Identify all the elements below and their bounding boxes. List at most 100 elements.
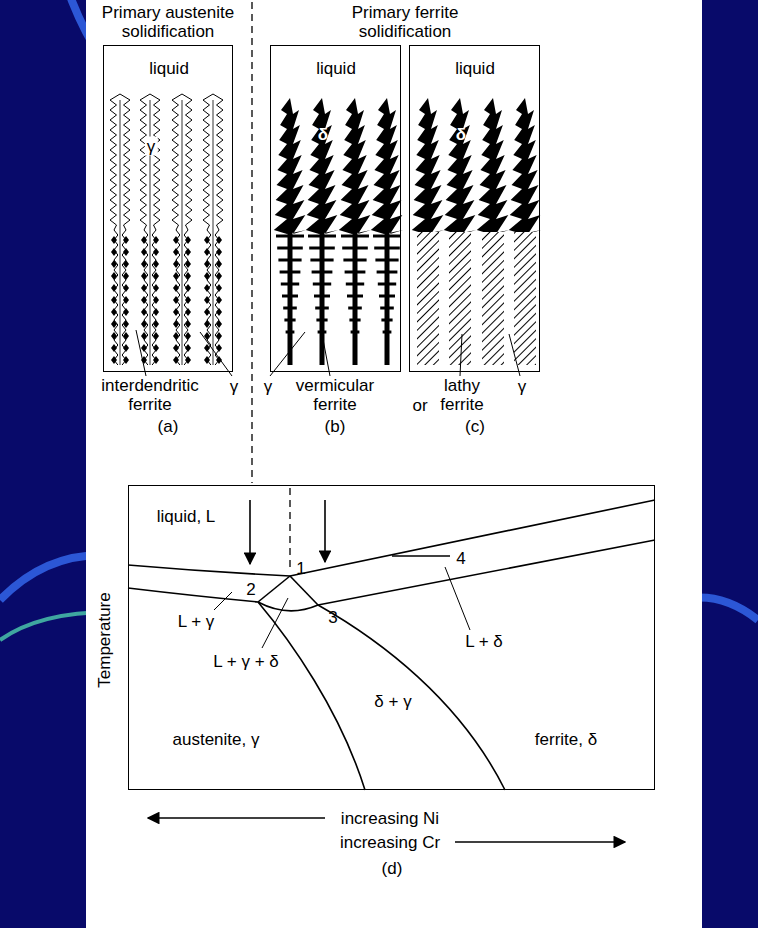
vermicular-ferrite (373, 235, 401, 238)
interdendritic-ferrite (204, 260, 210, 268)
interdendritic-ferrite (111, 344, 117, 352)
ferrite-dendrite (306, 98, 338, 234)
interdendritic-ferrite (204, 356, 210, 364)
interdendritic-ferrite (141, 272, 147, 280)
interdendritic-ferrite (173, 344, 179, 352)
interdendritic-ferrite (204, 272, 210, 280)
vermicular-ferrite (377, 271, 398, 274)
interdendritic-ferrite (111, 356, 117, 364)
axis-title: Temperature (95, 592, 114, 687)
phase-boundaries (128, 500, 655, 790)
region-label: L + γ (178, 612, 215, 631)
region-label: δ + γ (374, 692, 411, 711)
phase-symbol: γ (518, 377, 527, 396)
region-label: δ (456, 125, 466, 144)
interdendritic-ferrite (123, 236, 129, 244)
dendrite-core (182, 100, 183, 365)
interdendritic-ferrite (153, 308, 159, 316)
interdendritic-ferrite (153, 296, 159, 304)
interdendritic-ferrite (185, 248, 191, 256)
vermicular-ferrite (341, 235, 369, 238)
vermicular-ferrite (276, 235, 304, 238)
interdendritic-ferrite (173, 296, 179, 304)
interdendritic-ferrite (185, 320, 191, 328)
interdendritic-ferrite (173, 260, 179, 268)
dendrite-outline (182, 94, 192, 365)
ferrite-dendrite (339, 98, 371, 234)
interdendritic-ferrite (111, 296, 117, 304)
region-label: 4 (456, 549, 465, 568)
arrows (148, 500, 625, 842)
interdendritic-ferrite (123, 272, 129, 280)
interdendritic-ferrite (204, 236, 210, 244)
interdendritic-ferrite (216, 284, 222, 292)
interdendritic-ferrite (216, 272, 222, 280)
vermicular-ferrite (310, 259, 333, 262)
lathy-ferrite (482, 232, 504, 365)
interdendritic-ferrite (111, 320, 117, 328)
interdendritic-ferrite (185, 308, 191, 316)
region-leaders (214, 567, 470, 648)
region-label: austenite, γ (173, 730, 260, 749)
panel-heading: Primary ferrite solidification (323, 3, 488, 41)
vermicular-ferrite (383, 331, 392, 334)
dendrite-outline (150, 94, 160, 365)
interdendritic-ferrite (204, 308, 210, 316)
interdendritic-ferrite (216, 332, 222, 340)
interdendritic-ferrite (111, 284, 117, 292)
panel-letter: (b) (325, 417, 346, 436)
region-label: L + δ (465, 632, 503, 651)
interdendritic-ferrite (141, 236, 147, 244)
region-label: ferrite, δ (535, 730, 597, 749)
interdendritic-ferrite (141, 260, 147, 268)
vermicular-ferrite (381, 319, 392, 322)
interdendritic-ferrite (111, 248, 117, 256)
interdendritic-ferrite (123, 332, 129, 340)
interdendritic-ferrite (123, 308, 129, 316)
interdendritic-ferrite (185, 344, 191, 352)
interdendritic-ferrite (216, 248, 222, 256)
interdendritic-ferrite (111, 236, 117, 244)
region-label: liquid (316, 59, 356, 78)
vermicular-ferrite (375, 259, 398, 262)
ferrite-dendrite (444, 98, 476, 234)
ferrite-dendrite (274, 98, 306, 234)
interdendritic-ferrite (141, 248, 147, 256)
interdendritic-ferrite (153, 332, 159, 340)
interdendritic-ferrite (153, 272, 159, 280)
region-label: liquid (149, 59, 189, 78)
interdendritic-ferrite (216, 296, 222, 304)
vermicular-ferrite (346, 283, 364, 286)
dendrite-outline (172, 94, 182, 365)
vermicular-ferrite (314, 295, 330, 298)
interdendritic-ferrite (111, 308, 117, 316)
phase-diagram-box: liquid, L1234L + γL + γ + δL + δaustenit… (128, 485, 655, 790)
interdendritic-ferrite (204, 284, 210, 292)
interdendritic-ferrite (153, 260, 159, 268)
ferrite-dendrite (509, 98, 541, 234)
phase-symbol: γ (264, 377, 273, 396)
interdendritic-ferrite (123, 284, 129, 292)
interdendritic-ferrite (123, 260, 129, 268)
ferrite-dendrite (477, 98, 509, 234)
interdendritic-ferrite (111, 272, 117, 280)
dendrite-core (213, 100, 214, 365)
interdendritic-ferrite (185, 332, 191, 340)
interdendritic-ferrite (123, 248, 129, 256)
interdendritic-ferrite (123, 320, 129, 328)
vermicular-ferrite (345, 271, 366, 274)
interdendritic-ferrite (173, 236, 179, 244)
vermicular-ferrite (281, 283, 299, 286)
ferrite-dendrite (412, 98, 444, 234)
solidification-panel: liquidδ (270, 45, 401, 372)
region-label: 3 (328, 608, 337, 627)
panel-letter: (d) (382, 859, 403, 878)
leader-lines (136, 330, 520, 376)
solidification-panel: liquidγ (103, 45, 233, 372)
vermicular-ferrite (277, 247, 303, 250)
axis-arrow-label: increasing Ni (341, 809, 439, 828)
interdendritic-ferrite (204, 320, 210, 328)
vermicular-ferrite (280, 271, 301, 274)
